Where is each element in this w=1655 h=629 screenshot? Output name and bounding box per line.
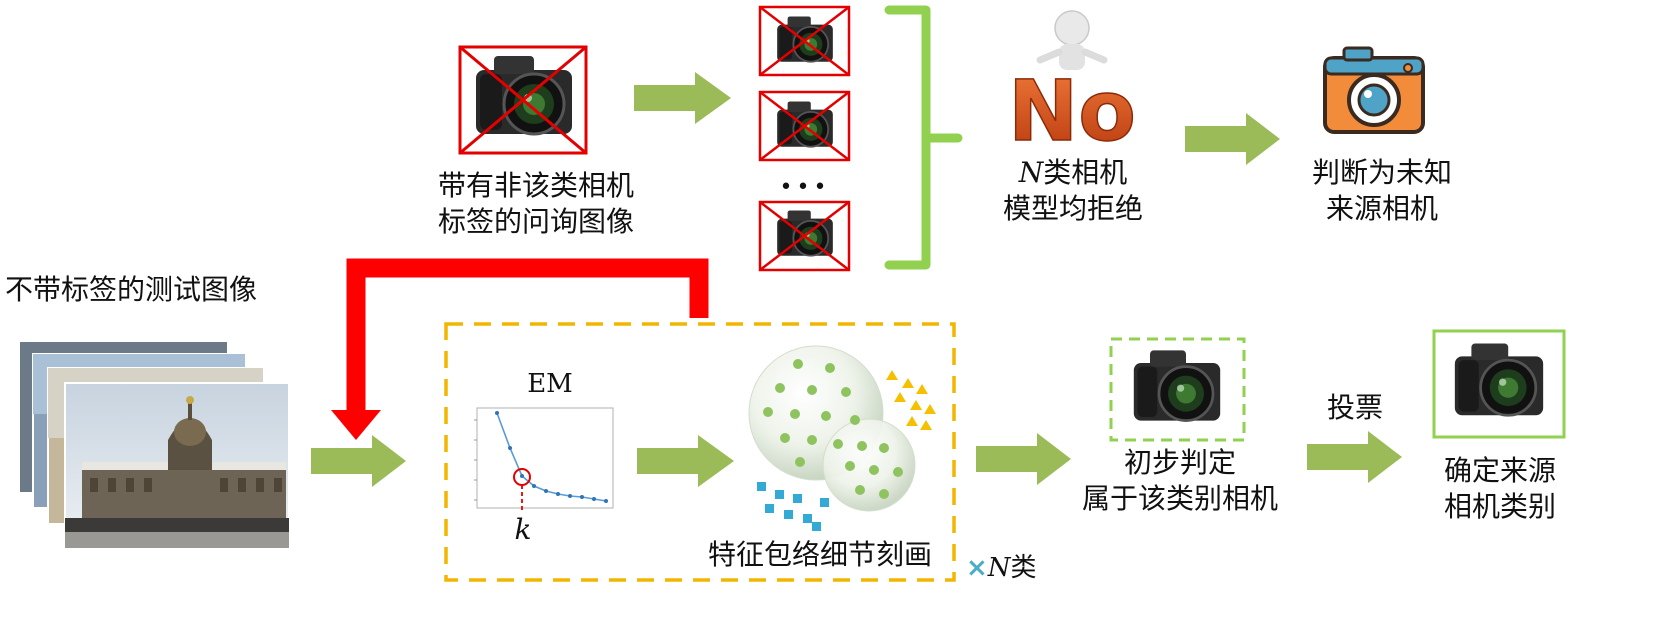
arrow-right [637, 435, 734, 487]
camera-icon [1432, 329, 1566, 439]
arrow-right [976, 433, 1071, 485]
ellipsis: ••• [779, 175, 831, 200]
bracket [884, 5, 963, 270]
crossed-camera-icon [758, 90, 851, 162]
arrow-right [311, 435, 406, 487]
n-type-rest: 类 [1010, 553, 1037, 583]
em-elbow-plot-icon [474, 407, 614, 510]
preliminary-label: 初步判定 属于该类别相机 [1060, 445, 1300, 517]
unknown-line-1: 判断为未知 [1311, 156, 1452, 189]
final-line-2: 相机类别 [1443, 490, 1556, 523]
query-line-2: 标签的问询图像 [437, 205, 634, 238]
n-class-line-1: N类相机 [978, 155, 1168, 191]
camera-icon [1109, 337, 1246, 442]
unknown-source-label: 判断为未知 来源相机 [1287, 155, 1477, 227]
process-box [444, 322, 956, 582]
n-type-label: ×N类 [966, 550, 1037, 586]
feature-label: 特征包络细节刻画 [707, 538, 932, 571]
crossed-camera-icon [458, 45, 588, 155]
em-label: EM [527, 369, 573, 399]
feedback-arrow [346, 258, 709, 410]
arrow-right [634, 72, 731, 124]
final-class-label: 确定来源 相机类别 [1420, 453, 1580, 525]
photo-stack-icon [18, 340, 290, 549]
feature-clusters-icon [748, 345, 936, 531]
n-class-reject-label: N类相机 模型均拒绝 [978, 155, 1168, 227]
prelim-line-1: 初步判定 [1123, 446, 1236, 479]
no-mascot-icon: No [1007, 10, 1137, 161]
test-images-label: 不带标签的测试图像 [5, 273, 258, 306]
crossed-camera-icon [758, 200, 851, 272]
query-line-1: 带有非该类相机 [437, 169, 634, 202]
orange-camera-icon [1323, 46, 1425, 134]
arrow-right [1185, 113, 1280, 165]
crossed-camera-icon [758, 5, 851, 77]
arrow-right [1307, 431, 1402, 483]
query-images-label: 带有非该类相机 标签的问询图像 [414, 168, 658, 240]
k-label: k [514, 513, 532, 546]
feedback-arrow-head [331, 410, 381, 440]
n-class-rest: 类相机 [1043, 156, 1128, 189]
unknown-line-2: 来源相机 [1325, 192, 1438, 225]
vote-label: 投票 [1326, 391, 1383, 424]
n-type-italic: N [987, 553, 1011, 583]
n-italic: N [1018, 156, 1044, 189]
times-icon: × [966, 553, 988, 583]
final-line-1: 确定来源 [1443, 454, 1556, 487]
prelim-line-2: 属于该类别相机 [1081, 482, 1278, 515]
svg-text:No: No [1008, 62, 1136, 160]
n-class-line-2: 模型均拒绝 [1002, 192, 1143, 225]
